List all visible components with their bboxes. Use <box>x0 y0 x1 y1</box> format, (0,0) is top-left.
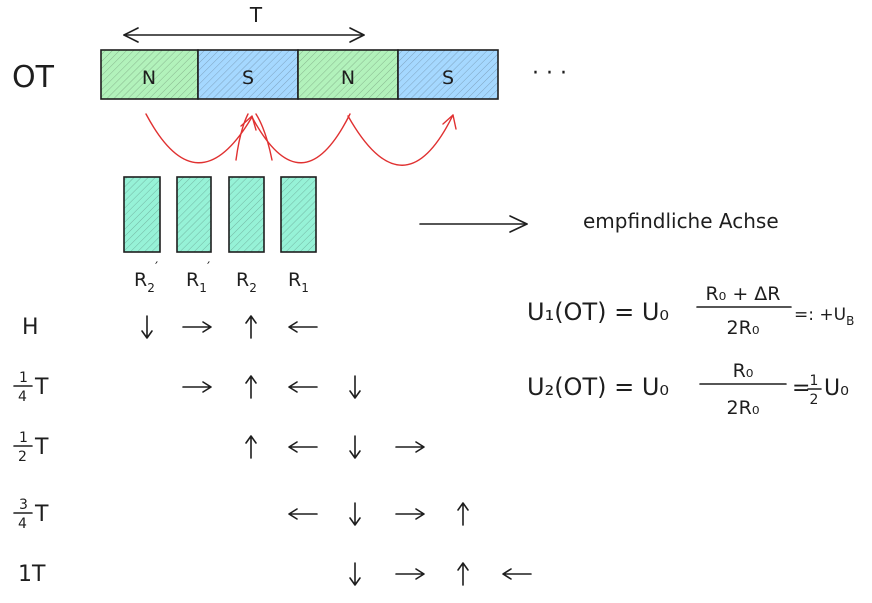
track-label: OT <box>12 60 55 95</box>
svg-text:4: 4 <box>18 516 27 532</box>
svg-text:3: 3 <box>19 497 28 513</box>
resistor-r2-prime <box>123 176 161 253</box>
period-label: T <box>249 3 263 27</box>
pole-3: N <box>297 49 399 100</box>
arrow-down-icon <box>141 315 153 339</box>
svg-text:1: 1 <box>19 370 28 386</box>
resistor-label-r1-prime: R1 <box>186 269 207 295</box>
row-label-quarter: 1 4 T <box>13 370 49 405</box>
equation-u2-numerator: R₀ <box>733 360 754 382</box>
pole-4: S <box>397 49 499 100</box>
pole-2: S <box>197 49 299 100</box>
arrow-up-icon <box>457 502 469 526</box>
equation-u1: U₁(OT) = U₀ R₀ + ΔR 2R₀ =: +UB <box>527 283 854 339</box>
arrow-up-icon <box>245 315 257 339</box>
arrow-up-icon <box>457 562 469 586</box>
resistor-r1-prime <box>176 176 212 253</box>
equation-u1-rhs: =: +UB <box>794 305 854 328</box>
arrow-left-icon <box>288 441 318 453</box>
pole-label: N <box>142 67 156 89</box>
arrow-right-icon <box>182 381 212 393</box>
equation-u1-numerator: R₀ + ΔR <box>705 283 780 305</box>
equation-u2-half-den: 2 <box>810 392 819 408</box>
arrow-down-icon <box>349 375 361 399</box>
row-label-h: H <box>22 315 39 340</box>
sensor-array <box>123 176 317 253</box>
resistor-label-r1: R1 <box>288 269 309 295</box>
prime-mark: ′ <box>155 260 158 276</box>
equation-u2-denominator: 2R₀ <box>727 397 760 419</box>
pole-label: N <box>341 67 355 89</box>
pole-1: N <box>100 49 199 100</box>
arrow-right-icon <box>395 508 425 520</box>
magnetic-track: N S N S <box>100 49 499 100</box>
prime-mark: ′ <box>207 260 210 276</box>
svg-text:2: 2 <box>18 449 27 465</box>
svg-text:T: T <box>34 375 49 400</box>
period-arrow <box>123 27 365 43</box>
svg-text:T: T <box>34 502 49 527</box>
equation-u2-lhs: U₂(OT) = U₀ <box>527 373 669 401</box>
equation-u1-lhs: U₁(OT) = U₀ <box>527 298 669 326</box>
arrow-left-icon <box>502 568 532 580</box>
arrow-up-icon <box>245 375 257 399</box>
resistor-r1 <box>280 176 317 253</box>
sensitive-axis-label: empfindliche Achse <box>583 209 779 233</box>
ellipsis: · · · <box>532 61 567 86</box>
equation-u2-equals: = <box>792 376 810 401</box>
arrow-up-icon <box>245 435 257 459</box>
arrow-down-icon <box>349 562 361 586</box>
magnetization-arrows <box>141 315 532 586</box>
equation-u1-denominator: 2R₀ <box>727 317 760 339</box>
field-lines <box>145 113 457 166</box>
svg-text:T: T <box>34 435 49 460</box>
resistor-r2 <box>228 176 265 253</box>
row-labels: H 1 4 T 1 2 T 3 4 T 1T <box>13 315 49 587</box>
sensitive-axis-arrow <box>419 215 528 233</box>
arrow-right-icon <box>395 441 425 453</box>
arrow-down-icon <box>349 502 361 526</box>
equation-u2-rhs-u: U₀ <box>824 376 849 401</box>
arrow-left-icon <box>288 508 318 520</box>
resistor-labels: R2 ′ R1 ′ R2 R1 <box>134 260 309 295</box>
equation-u2-half-num: 1 <box>810 373 819 389</box>
arrow-right-icon <box>395 568 425 580</box>
arrow-down-icon <box>349 435 361 459</box>
arrow-left-icon <box>288 321 318 333</box>
arrow-right-icon <box>182 321 212 333</box>
pole-label: S <box>242 67 254 89</box>
resistor-label-r2-prime: R2 <box>134 269 155 295</box>
row-label-half: 1 2 T <box>13 430 49 465</box>
svg-text:4: 4 <box>18 389 27 405</box>
arrow-left-icon <box>288 381 318 393</box>
row-label-three-quarter: 3 4 T <box>13 497 49 532</box>
row-label-full: 1T <box>18 562 46 587</box>
pole-label: S <box>442 67 454 89</box>
svg-text:1: 1 <box>19 430 28 446</box>
resistor-label-r2: R2 <box>236 269 257 295</box>
equation-u2: U₂(OT) = U₀ R₀ 2R₀ = 1 2 U₀ <box>527 360 849 419</box>
